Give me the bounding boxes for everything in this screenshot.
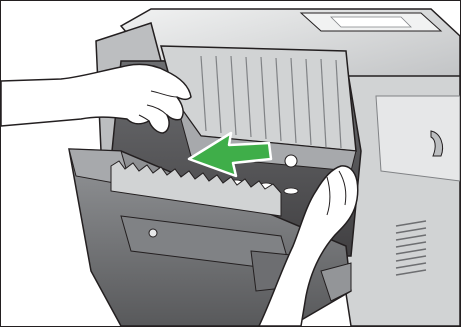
hand-icon [1,64,191,133]
